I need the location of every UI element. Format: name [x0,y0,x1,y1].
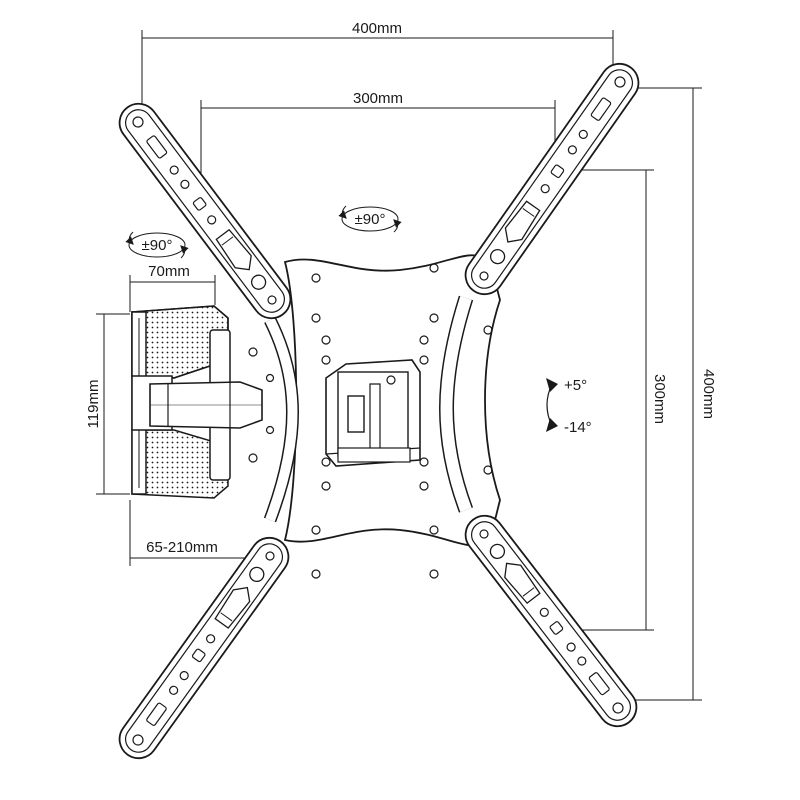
labels: 400mm 300mm 70mm 65-210mm 119mm 400mm 30… [85,20,717,556]
rail-bottom-right [464,514,638,728]
tilt-bracket [325,359,421,467]
label-vesa-height-max: 400mm [700,369,717,419]
label-arm-extension: 65-210mm [146,539,218,556]
label-tilt-down: -14° [564,419,592,436]
label-tilt-up: +5° [564,377,587,394]
rail-top-right [464,62,640,296]
swivel-left-symbol [125,231,189,259]
swivel-top-symbol [338,205,402,233]
rail-bottom-left [118,536,290,760]
swing-arm [149,381,263,429]
label-vesa-width-inner: 300mm [353,90,403,107]
tilt-symbol [546,378,558,432]
label-wall-plate-height: 119mm [85,380,102,429]
label-swivel-top: ±90° [355,211,386,228]
curved-slots [263,295,474,523]
vesa-rails [118,62,640,760]
label-vesa-height-inner: 300mm [651,374,668,424]
plate-holes [248,263,493,579]
rail-top-left [118,102,292,320]
label-swivel-left: ±90° [142,237,173,254]
label-wall-plate-width: 70mm [148,263,190,280]
label-vesa-width-max: 400mm [352,20,402,37]
